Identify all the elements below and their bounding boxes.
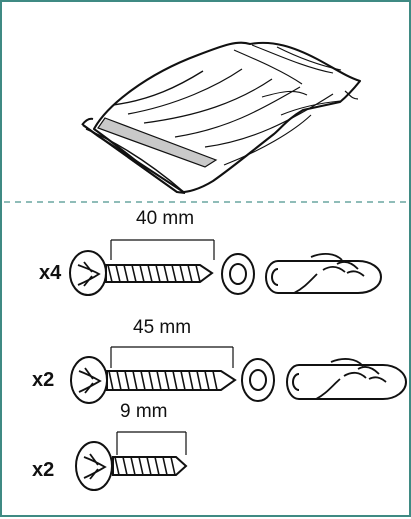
length-label: 9 mm (120, 401, 168, 422)
wall-plug-icon (265, 253, 383, 294)
quantity-label: x2 (32, 369, 54, 391)
quantity-label: x2 (32, 459, 54, 481)
screw-icon (70, 356, 237, 404)
screw-icon (75, 441, 188, 491)
screw-icon (69, 250, 214, 296)
dimension-line (110, 239, 215, 260)
washer-icon (221, 253, 255, 295)
dimension-line (116, 431, 187, 455)
dimension-line (110, 346, 234, 368)
quantity-label: x4 (39, 262, 62, 284)
washer-icon (241, 358, 275, 402)
length-label: 40 mm (136, 208, 194, 229)
length-label: 45 mm (133, 317, 191, 338)
wall-plug-icon (286, 358, 408, 400)
plastic-bag-icon (81, 41, 362, 194)
